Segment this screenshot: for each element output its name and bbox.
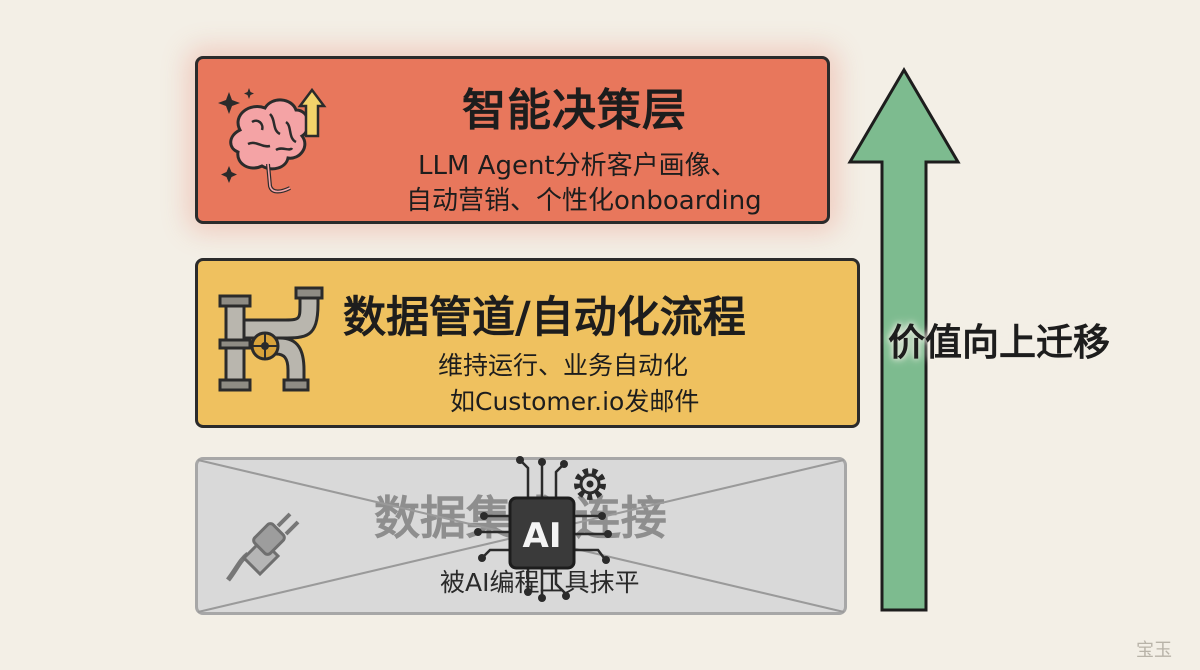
pipeline-layer-desc-2: 如Customer.io发邮件 bbox=[450, 387, 700, 416]
value-shift-label: 价值向上迁移 bbox=[888, 321, 1110, 364]
pipeline-layer-title: 数据管道/自动化流程 bbox=[343, 293, 746, 343]
sparkle-icon bbox=[218, 88, 254, 183]
watermark: 宝玉 bbox=[1136, 640, 1172, 661]
decision-layer-desc-2: 自动营销、个性化onboarding bbox=[406, 186, 762, 216]
ai-chip-icon: AI bbox=[474, 456, 612, 602]
decision-layer-title: 智能决策层 bbox=[462, 85, 687, 136]
plug-icon bbox=[226, 512, 300, 582]
valve-icon bbox=[250, 331, 280, 361]
pipeline-layer-box bbox=[195, 258, 860, 428]
value-up-arrow bbox=[847, 67, 961, 612]
brain-icon bbox=[229, 98, 310, 194]
integration-layer-desc: 被AI编程工具抹平 bbox=[440, 568, 640, 597]
up-arrow-icon bbox=[297, 87, 327, 138]
pipeline-layer-desc-1: 维持运行、业务自动化 bbox=[438, 351, 689, 380]
ai-chip-label: AI bbox=[523, 516, 562, 556]
decision-layer-desc-1: LLM Agent分析客户画像、 bbox=[418, 151, 737, 181]
gear-icon bbox=[574, 468, 606, 500]
